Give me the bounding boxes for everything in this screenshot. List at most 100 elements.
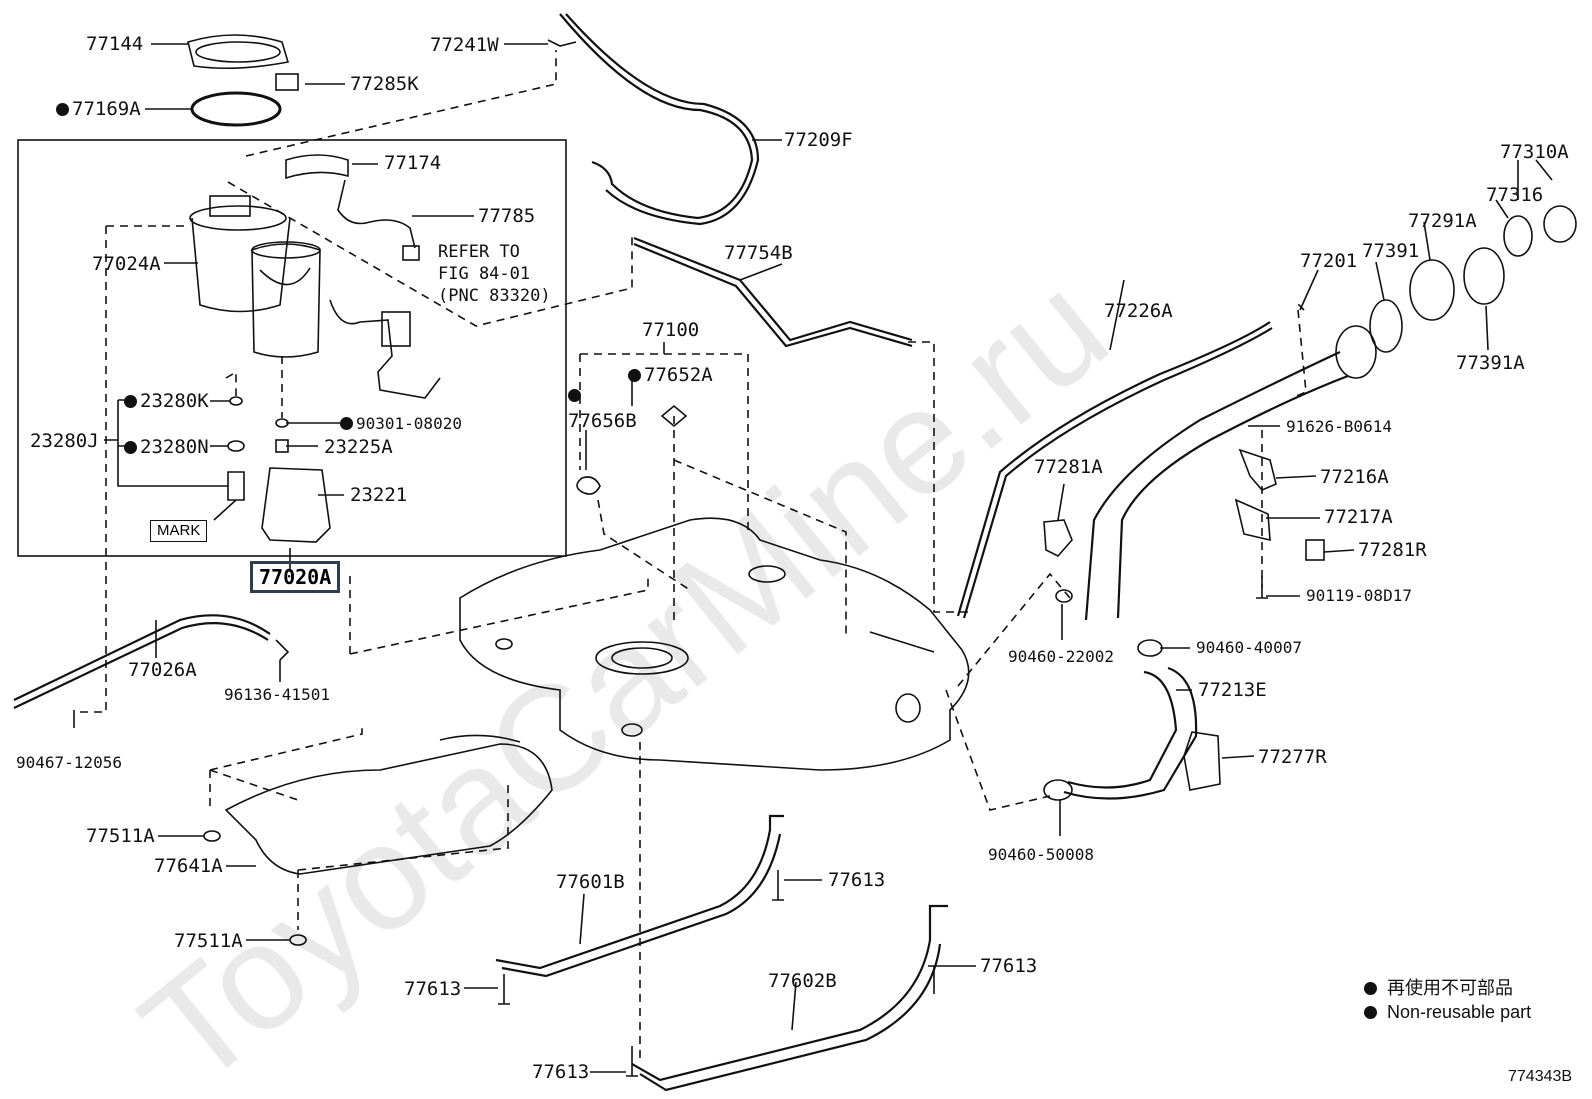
holder-77291A [1409,259,1455,321]
label-77602B: 77602B [768,970,837,992]
ring-77316 [1503,215,1533,257]
bracket-77217A [1234,498,1271,542]
label-77100: 77100 [642,319,700,341]
clip-96136 [275,639,290,661]
legend-row-jp: 再使用不可部品 [1364,976,1531,1000]
label-77316: 77316 [1486,184,1544,206]
label-77144: 77144 [86,33,144,55]
label-77613-b: 77613 [404,978,462,1000]
label-77391A: 77391A [1456,352,1525,374]
label-90460-22002: 90460-22002 [1008,647,1114,666]
gasket-77391 [1369,299,1403,353]
label-77285K: 77285K [350,73,419,95]
nut-77511A-a [203,830,221,842]
label-23280N: 23280N [124,436,209,458]
label-77020A-highlight: 77020A [250,561,341,593]
label-90460-50008: 90460-50008 [988,845,1094,864]
bolt-77613-a [772,870,784,901]
filler-pipe-77201 [1084,351,1341,621]
label-77652A: 77652A [628,364,713,386]
filter-23221 [261,467,331,543]
label-90460-40007: 90460-40007 [1196,638,1302,657]
fuel-tank-77100 [459,404,970,771]
non-reusable-dot-icon [1364,1005,1377,1019]
label-77511A-lower: 77511A [174,930,243,952]
label-77291A: 77291A [1408,210,1477,232]
non-reusable-dot-icon [340,417,353,430]
retainer-ring-77144 [187,34,290,70]
label-77217A: 77217A [1324,506,1393,528]
non-reusable-dot-icon [56,103,69,116]
label-77241W: 77241W [430,34,499,56]
label-77613-c: 77613 [980,955,1038,977]
filler-neck [1335,325,1377,379]
figure-id: 774343B [1508,1068,1573,1085]
connector-77285K [275,73,299,91]
fuel-pump-assembly-77024A [189,195,321,358]
o-ring-23280N [227,440,245,452]
gasket-77169A [190,91,282,127]
valve-mark [227,471,245,501]
bracket-77216A [1238,448,1277,491]
non-reusable-dot-icon [568,389,581,402]
label-96136-41501: 96136-41501 [224,685,330,704]
legend: 再使用不可部品 Non-reusable part [1364,976,1531,1024]
label-77613-d: 77613 [532,1061,590,1083]
label-90119-08D17: 90119-08D17 [1306,586,1412,605]
label-77213E: 77213E [1198,679,1267,701]
refer-note: REFER TO FIG 84-01 (PNC 83320) [438,242,551,306]
label-23225A: 23225A [324,436,393,458]
band-77174 [285,154,349,180]
non-reusable-dot-icon [124,395,137,408]
label-77511A-upper: 77511A [86,825,155,847]
clamp-77241W [547,39,577,47]
clip-77281R [1305,539,1325,561]
non-reusable-dot-icon [1364,981,1377,995]
legend-row-en: Non-reusable part [1364,1000,1531,1024]
non-reusable-dot-icon [124,441,137,454]
label-77656B-text: 77656B [568,410,637,432]
label-91626-B0614: 91626-B0614 [1286,417,1392,436]
label-77613-a: 77613 [828,869,886,891]
label-77174: 77174 [384,152,442,174]
line-77209F [559,13,754,220]
label-77601B: 77601B [556,871,625,893]
label-77277R: 77277R [1258,746,1327,768]
harness-77785 [337,179,416,249]
strap-77601B [495,814,784,970]
label-77656B [568,384,584,406]
clip-77281A [1043,519,1073,557]
clamp-90460-50008 [1043,779,1073,801]
label-23221: 23221 [350,484,408,506]
non-reusable-dot-icon [628,369,641,382]
label-77209F: 77209F [784,129,853,151]
mark-label: MARK [150,520,208,542]
protector-77277R [1183,731,1221,791]
label-77226A: 77226A [1104,300,1173,322]
label-77281A: 77281A [1034,456,1103,478]
clamp-90460-22002 [1055,589,1073,603]
vent-tube-77226A [956,321,1271,617]
label-77169A: 77169A [56,98,141,120]
label-90467-12056: 90467-12056 [16,753,122,772]
label-77785: 77785 [478,205,536,227]
fuel-sender [329,299,441,399]
line-77754B [633,236,913,342]
cap-77310A [1543,205,1577,243]
protector-77641A [224,743,553,875]
label-90301-08020: 90301-08020 [340,413,462,435]
pump-module-frame [17,139,567,557]
bolt-77613-b [498,974,510,1005]
label-77391: 77391 [1362,240,1420,262]
label-77754B: 77754B [724,242,793,264]
label-23280K: 23280K [124,390,209,412]
label-77201: 77201 [1300,250,1358,272]
hose-77026A [13,614,271,701]
strap-77602B [631,904,948,1082]
gasket-77391A [1463,247,1505,305]
bolt-77613-d [626,1046,638,1077]
o-ring-23280K [229,396,243,406]
bolt-77613-c [928,965,940,994]
